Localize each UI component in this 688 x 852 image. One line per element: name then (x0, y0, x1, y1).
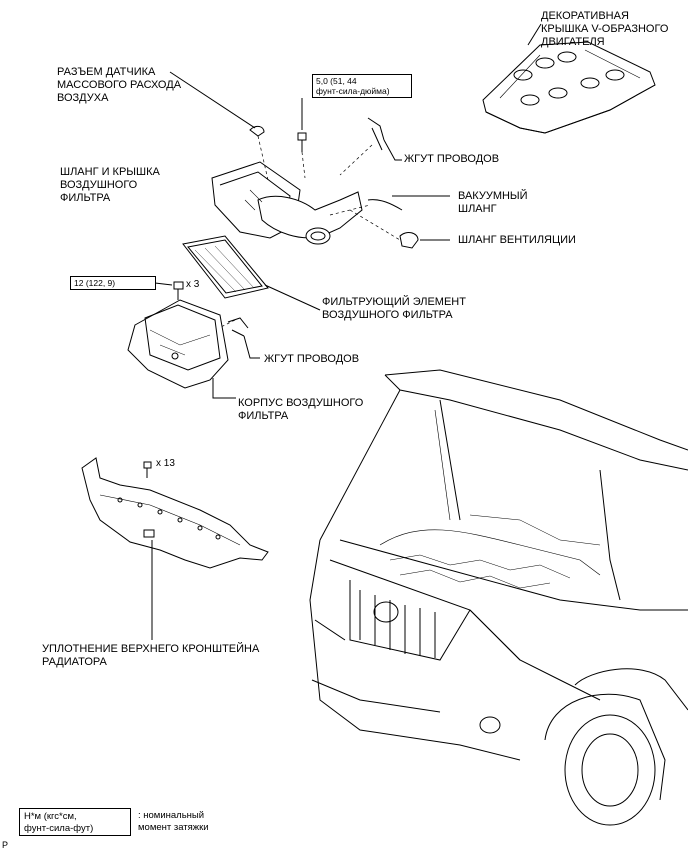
leader-case-bolt (154, 282, 173, 286)
seal-clip-quantity: x 13 (156, 458, 175, 469)
leader-filter-case (212, 378, 236, 399)
vacuum-hose-illustration (367, 199, 403, 211)
leader-maf-connector (169, 71, 256, 129)
cover-bolt-torque-box: 5,0 (51, 44 фунт-сила-дюйма) (312, 74, 412, 98)
leader-wire-harness-mid (243, 335, 260, 359)
filter-element-illustration (182, 235, 269, 299)
radiator-seal-label: УПЛОТНЕНИЕ ВЕРХНЕГО КРОНШТЕЙНА РАДИАТОРА (42, 643, 260, 668)
engine-cover-label: ДЕКОРАТИВНАЯ КРЫШКА V-ОБРАЗНОГО ДВИГАТЕЛ… (541, 10, 669, 48)
corner-mark: P (2, 840, 9, 850)
filter-case-illustration (127, 299, 229, 389)
leader-engine-cover (527, 23, 542, 46)
maf-connector-label: РАЗЪЕМ ДАТЧИКА МАССОВОГО РАСХОДА ВОЗДУХА (57, 66, 182, 104)
legend-units-box: Н*м (кгс*см, фунт-сила-фут) (19, 808, 131, 836)
vent-hose-illustration (399, 232, 419, 249)
maf-connector-illustration (249, 125, 265, 137)
filter-element-label: ФИЛЬТРУЮЩИЙ ЭЛЕМЕНТ ВОЗДУШНОГО ФИЛЬТРА (322, 296, 466, 321)
case-bolt-torque-box: 12 (122, 9) (70, 276, 156, 290)
case-bolt-illustration (173, 281, 184, 300)
case-bolt-quantity: x 3 (186, 279, 200, 290)
vehicle-illustration (309, 369, 688, 826)
vacuum-hose-label: ВАКУУМНЫЙ ШЛАНГ (458, 190, 528, 215)
vent-hose-label: ШЛАНГ ВЕНТИЛЯЦИИ (458, 234, 576, 246)
wire-harness-mid-label: ЖГУТ ПРОВОДОВ (264, 353, 360, 365)
hose-and-cover-illustration (211, 161, 363, 245)
seal-clip-illustration (143, 461, 152, 478)
wire-harness-top-label: ЖГУТ ПРОВОДОВ (404, 153, 500, 165)
wire-harness-top-illustration (367, 117, 385, 151)
filter-case-label: КОРПУС ВОЗДУШНОГО ФИЛЬТРА (238, 397, 364, 422)
radiator-seal-illustration (81, 457, 269, 569)
engine-cover-illustration (482, 41, 656, 134)
hose-and-cover-label: ШЛАНГ И КРЫШКА ВОЗДУШНОГО ФИЛЬТРА (60, 166, 160, 204)
wire-harness-mid-illustration (227, 317, 249, 337)
cover-bolt-illustration (297, 132, 307, 152)
legend-description: : номинальный момент затяжки (138, 810, 209, 833)
leader-wire-harness-top (383, 139, 402, 161)
leader-filter-element (264, 284, 321, 311)
